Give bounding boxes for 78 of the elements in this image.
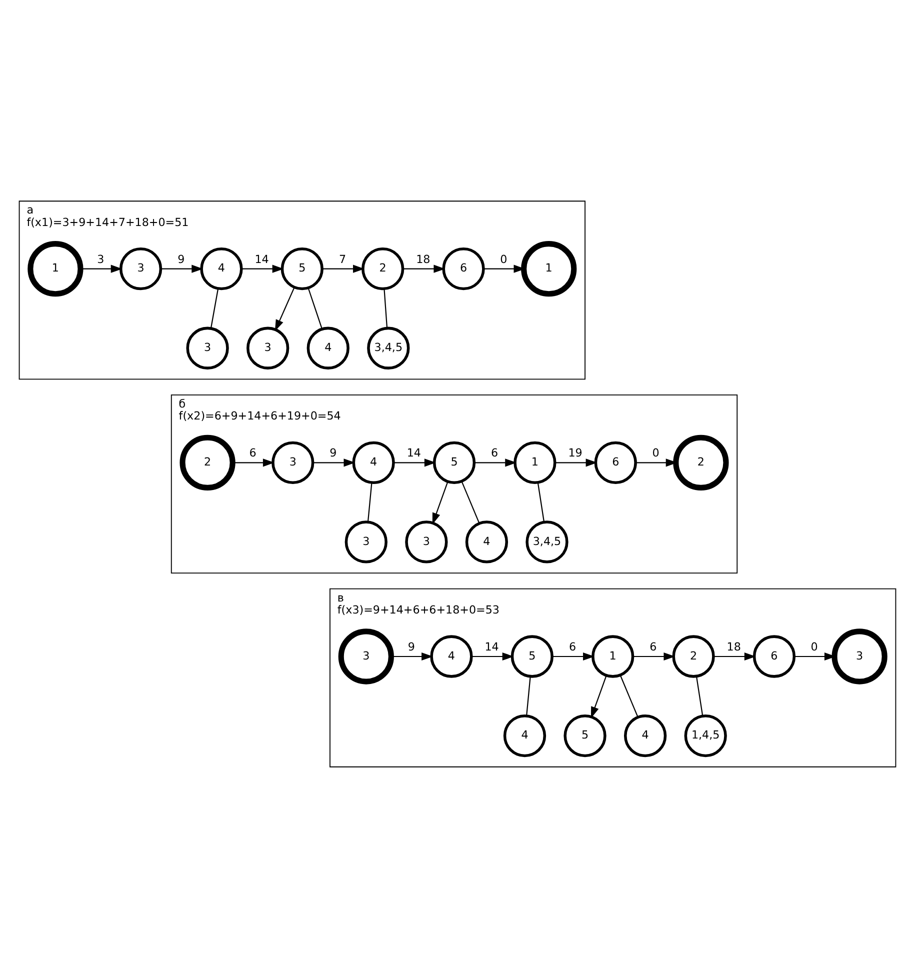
edge-label: 18 xyxy=(726,640,741,654)
arrow xyxy=(552,652,595,661)
connector xyxy=(620,675,638,718)
edge-label: 14 xyxy=(484,640,499,654)
node-circle: 3 xyxy=(119,248,162,290)
edge-label: 6 xyxy=(650,640,657,654)
node-circle: 1,4,5 xyxy=(684,714,727,758)
connector xyxy=(537,482,545,522)
node-circle: 2 xyxy=(180,434,236,490)
edge-label: 9 xyxy=(178,252,185,266)
node-circle: 4 xyxy=(306,326,350,370)
node-circle: 1 xyxy=(28,241,84,297)
arrow xyxy=(432,481,448,524)
connector xyxy=(696,676,704,716)
connector xyxy=(210,288,219,328)
node-circle: 3 xyxy=(405,520,448,564)
node-circle: 5 xyxy=(432,441,476,484)
edge-label: 0 xyxy=(652,446,660,460)
connector xyxy=(384,288,388,328)
edge-label: 3 xyxy=(97,252,104,266)
arrow xyxy=(232,458,274,467)
arrow xyxy=(471,652,514,661)
arrow xyxy=(394,458,436,467)
node-circle: 3 xyxy=(338,628,394,684)
edge-label: 6 xyxy=(491,446,498,460)
edge-label: 19 xyxy=(568,446,582,460)
node-circle: 3,4,5 xyxy=(367,326,410,370)
edge-label: 7 xyxy=(338,252,346,266)
connector xyxy=(308,288,323,330)
node-circle: 3 xyxy=(186,326,229,370)
node-circle: 6 xyxy=(594,441,637,484)
arrow xyxy=(160,264,204,273)
arrow xyxy=(554,458,598,467)
node-circle: 6 xyxy=(442,248,485,290)
node-circle: 4 xyxy=(465,520,508,564)
node-circle: 5 xyxy=(280,248,324,290)
node-circle: 1 xyxy=(592,635,634,678)
edge-label: 14 xyxy=(254,252,269,266)
edge-label: 9 xyxy=(408,640,415,654)
node-circle: 3 xyxy=(246,326,290,370)
connector xyxy=(461,481,480,524)
edge-label: 0 xyxy=(500,252,508,266)
node-circle: 5 xyxy=(510,635,554,678)
arrow xyxy=(322,264,365,273)
edge-label: 14 xyxy=(406,446,421,460)
node-circle: 1 xyxy=(521,241,577,297)
node-circle: 1 xyxy=(514,441,556,484)
arrow xyxy=(632,652,676,661)
arrow xyxy=(80,264,122,273)
edge-label: 6 xyxy=(568,640,576,654)
node-circle: 2 xyxy=(672,635,715,678)
edge-label: 0 xyxy=(810,640,818,654)
node-circle: 4 xyxy=(624,714,667,758)
node-circle: 5 xyxy=(564,714,606,758)
node-circle: 4 xyxy=(352,441,395,484)
arrow xyxy=(474,458,517,467)
node-circle: 3 xyxy=(272,441,314,484)
edge-label: 6 xyxy=(249,446,256,460)
arrow xyxy=(713,652,756,661)
node-circle: 3,4,5 xyxy=(526,520,568,564)
arrow xyxy=(241,264,284,273)
edge-label: 18 xyxy=(416,252,430,266)
connector xyxy=(367,482,372,522)
node-circle: 3 xyxy=(344,520,388,564)
node-circle: 4 xyxy=(503,714,546,758)
edge-label: 9 xyxy=(330,446,337,460)
node-circle: 2 xyxy=(362,248,404,290)
arrow xyxy=(391,652,434,661)
node-circle: 2 xyxy=(673,434,729,490)
node-circle: 6 xyxy=(752,635,796,678)
arrow xyxy=(312,458,356,467)
node-circle: 4 xyxy=(200,248,243,290)
arrow xyxy=(274,287,295,332)
node-circle: 3 xyxy=(832,628,888,684)
connector xyxy=(526,676,531,716)
arrow xyxy=(402,264,446,273)
node-circle: 4 xyxy=(430,635,473,678)
arrow xyxy=(590,675,607,718)
